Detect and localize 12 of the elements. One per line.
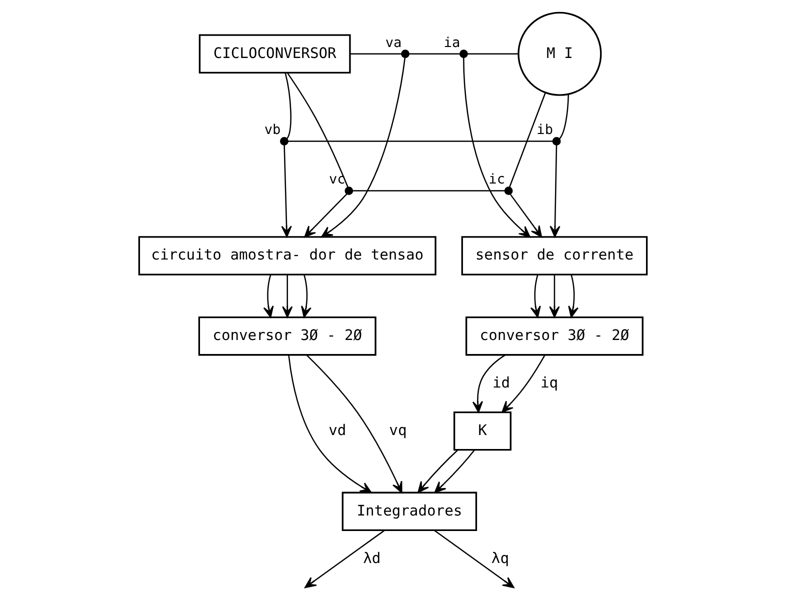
node-label: va <box>385 34 402 51</box>
edge-label: λq <box>491 550 510 567</box>
edge-label: vq <box>389 422 407 439</box>
node-label: vc <box>329 172 346 188</box>
edge-label: vd <box>328 422 346 439</box>
node-label: ic <box>488 172 505 188</box>
node-label: vb <box>264 122 281 138</box>
edge-label: iq <box>540 374 558 392</box>
node-label: ia <box>444 34 460 51</box>
edge-label: λd <box>363 550 381 567</box>
edge-label: id <box>492 374 510 392</box>
node-label: ib <box>536 122 553 138</box>
